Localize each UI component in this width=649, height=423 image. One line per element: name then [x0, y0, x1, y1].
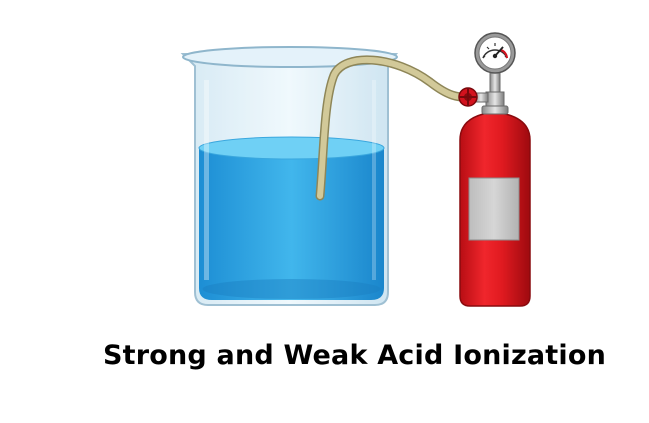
pressure-gauge-icon — [474, 32, 516, 74]
diagram-caption: Strong and Weak Acid Ionization — [102, 340, 607, 371]
gas-tube-icon — [315, 55, 475, 201]
beaker-icon — [180, 46, 399, 306]
valve-wheel-icon — [458, 87, 478, 107]
gas-cylinder-icon — [459, 69, 531, 307]
